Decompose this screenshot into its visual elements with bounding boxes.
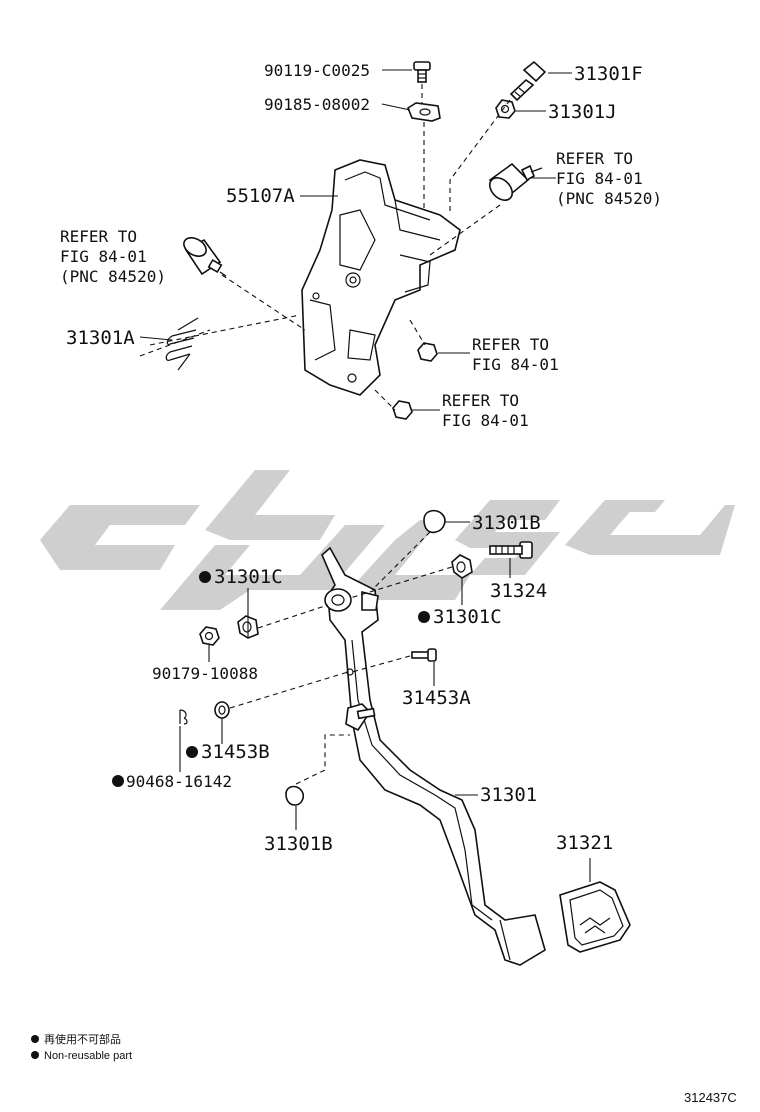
pin-31453A-icon (411, 648, 437, 662)
label-31453A: 31453A (402, 687, 471, 709)
legend-line2: Non-reusable part (44, 1050, 132, 1062)
label-90468: 90468-16142 (126, 772, 232, 791)
non-reusable-dot-icon (418, 611, 430, 623)
refer-left-line1: REFER TO (60, 227, 137, 246)
pedal-pad-31321 (559, 881, 631, 953)
pedal-bracket-55107A (301, 159, 461, 396)
label-31301B-bottom: 31301B (264, 833, 333, 855)
figure-code: 312437C (684, 1090, 737, 1105)
bushing-31301C-right-icon (451, 554, 473, 579)
label-31301F: 31301F (574, 63, 643, 85)
non-reusable-dot-icon (199, 571, 211, 583)
stop-lamp-switch-right-icon (488, 162, 543, 201)
clip-nut-90185-icon (407, 102, 441, 122)
bolt-90119-icon (413, 61, 431, 83)
label-90185: 90185-08002 (264, 95, 370, 114)
bushing-31453B-icon (214, 701, 230, 719)
clip-90468-icon (179, 709, 188, 725)
brake-pedal-31301 (321, 546, 546, 966)
nut-mid-icon (417, 342, 438, 362)
nut-31301J-icon (495, 99, 516, 119)
refer-low-line2: FIG 84-01 (442, 411, 529, 430)
bolt-31324-icon (489, 541, 533, 559)
refer-right-line2: FIG 84-01 (556, 169, 643, 188)
legend-dot-icon (31, 1051, 39, 1059)
label-31301: 31301 (480, 784, 537, 806)
refer-low-line1: REFER TO (442, 391, 519, 410)
part-labels: 90119-C0025 90185-08002 31301F 31301J 55… (60, 61, 662, 855)
label-31301J: 31301J (548, 101, 617, 123)
refer-left-line3: (PNC 84520) (60, 267, 166, 286)
label-31301C-right: 31301C (433, 606, 502, 628)
refer-mid-line1: REFER TO (472, 335, 549, 354)
legend: 再使用不可部品 Non-reusable part (31, 1032, 132, 1062)
legend-line1: 再使用不可部品 (44, 1032, 121, 1046)
nut-90179-icon (199, 626, 220, 646)
label-31301B-top: 31301B (472, 512, 541, 534)
label-55107A: 55107A (226, 185, 295, 207)
cushion-31301B-top-icon (423, 509, 446, 534)
non-reusable-dot-icon (186, 746, 198, 758)
top-leader-lines (139, 69, 572, 411)
refer-right-line3: (PNC 84520) (556, 189, 662, 208)
label-31321: 31321 (556, 832, 613, 854)
bolt-31301F-icon (509, 60, 547, 102)
label-90179: 90179-10088 (152, 664, 258, 683)
stop-lamp-switch-left-icon (183, 237, 227, 277)
label-31453B: 31453B (201, 741, 270, 763)
label-31324: 31324 (490, 580, 547, 602)
non-reusable-dot-icon (112, 775, 124, 787)
label-90119: 90119-C0025 (264, 61, 370, 80)
nut-low-icon (392, 400, 413, 420)
bottom-leader-lines (179, 521, 591, 882)
refer-mid-line2: FIG 84-01 (472, 355, 559, 374)
cushion-31301B-bottom-icon (285, 785, 304, 806)
refer-left-line2: FIG 84-01 (60, 247, 147, 266)
label-31301C-left: 31301C (214, 566, 283, 588)
label-31301A: 31301A (66, 327, 135, 349)
legend-dot-icon (31, 1035, 39, 1043)
watermark-logo (40, 470, 735, 610)
refer-right-line1: REFER TO (556, 149, 633, 168)
spring-31301A-icon (165, 317, 199, 371)
